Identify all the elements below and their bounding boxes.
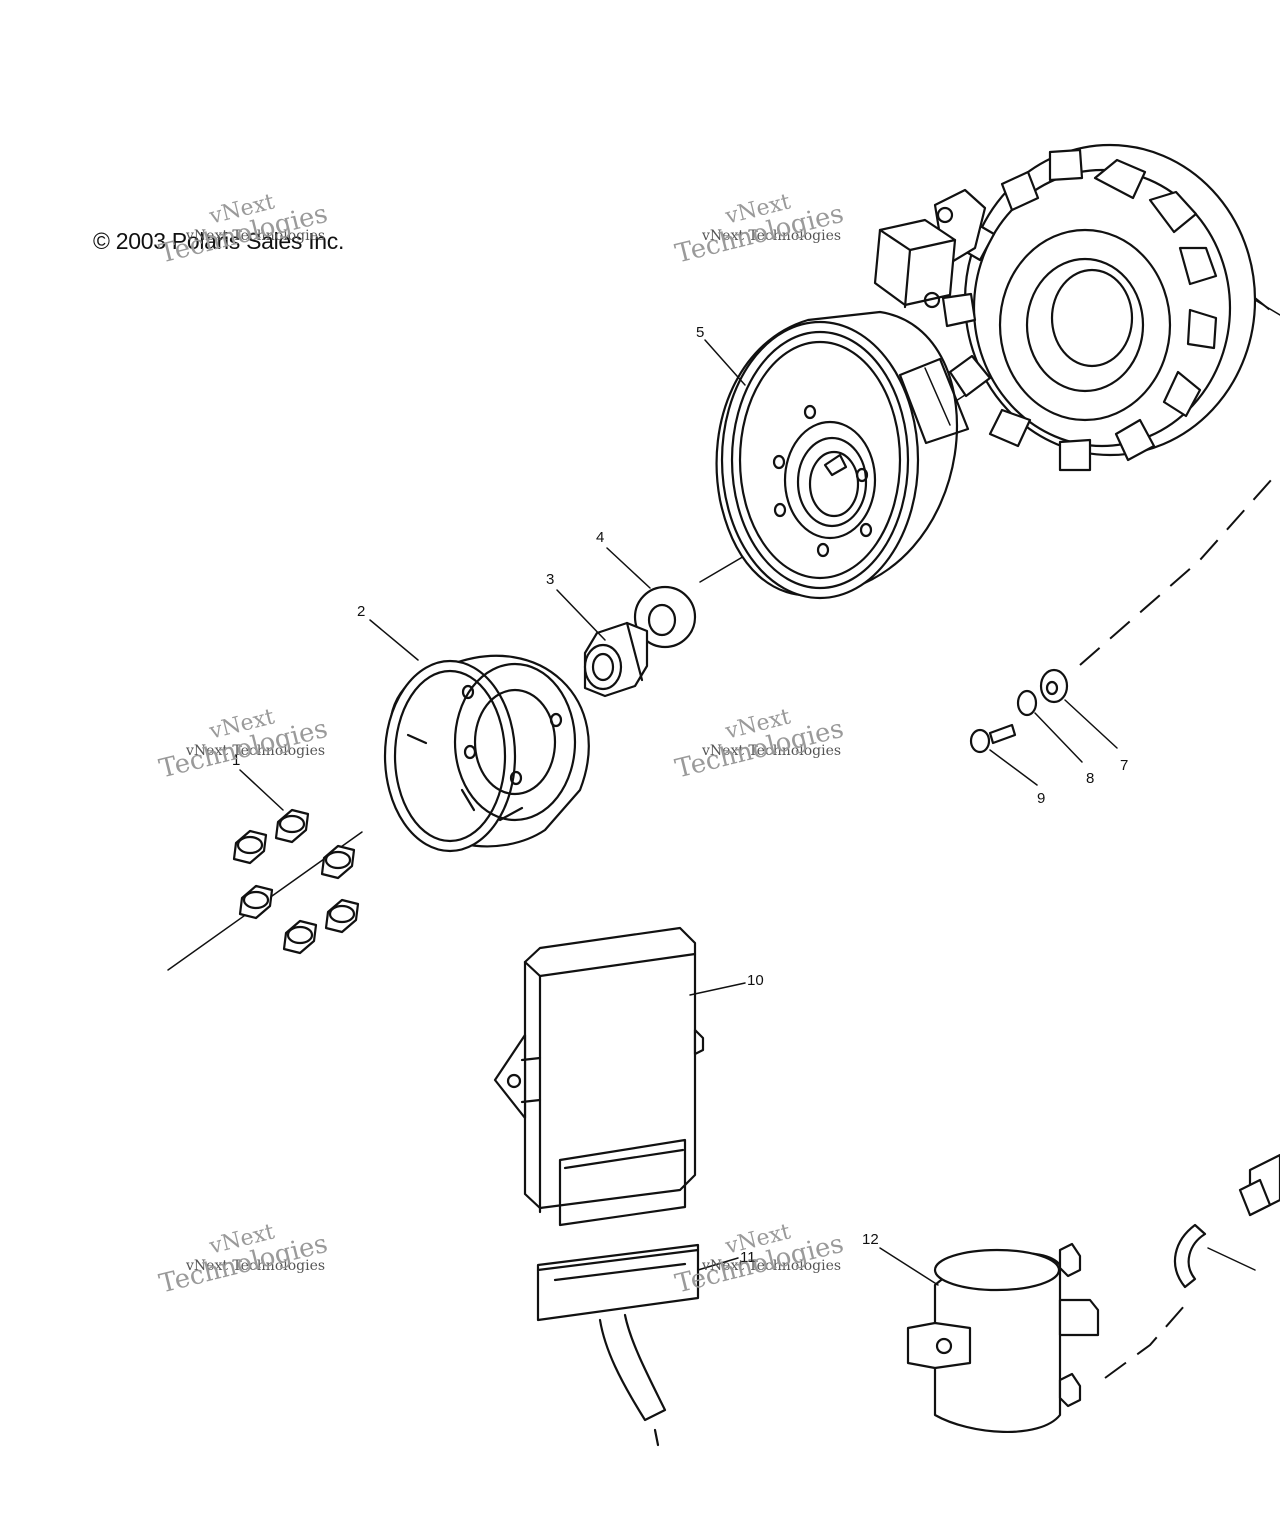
washer-7 — [1039, 668, 1069, 704]
callout-8: 8 — [1086, 770, 1094, 787]
bolt — [238, 884, 274, 920]
bolt — [274, 808, 310, 844]
callout-7: 7 — [1120, 757, 1128, 774]
cdi-module — [493, 926, 705, 1227]
stator-assembly — [873, 143, 1257, 472]
hex-nut-3 — [583, 621, 649, 698]
bolt — [320, 844, 356, 880]
callout-5: 5 — [696, 324, 704, 341]
lock-washer-8 — [1016, 689, 1038, 717]
washer-4 — [633, 585, 697, 649]
starter-cup — [383, 654, 590, 853]
bolt — [324, 898, 360, 934]
callout-2: 2 — [357, 603, 365, 620]
callout-11: 11 — [740, 1249, 756, 1266]
bolt — [282, 919, 318, 955]
cup-holes — [461, 684, 563, 786]
flange-bolts-1 — [232, 808, 360, 955]
callout-4: 4 — [596, 529, 604, 546]
bolt — [232, 829, 268, 865]
flywheel — [715, 310, 970, 600]
screw-9 — [969, 723, 1017, 754]
callout-1: 1 — [232, 752, 240, 769]
callout-3: 3 — [546, 571, 554, 588]
leader-lines — [239, 299, 1280, 1286]
callout-9: 9 — [1037, 790, 1045, 807]
stator-poles — [941, 148, 1218, 472]
copyright-notice: © 2003 Polaris Sales Inc. — [93, 228, 345, 254]
callout-labels: 1 2 3 4 5 7 8 9 10 11 12 — [232, 324, 1128, 1266]
ignition-coil — [906, 1242, 1100, 1433]
wire-connector — [536, 1243, 700, 1447]
flywheel-bolt-holes — [772, 404, 873, 558]
callout-12: 12 — [862, 1231, 879, 1248]
callout-10: 10 — [747, 972, 764, 989]
spark-plug-cap — [1174, 1153, 1280, 1289]
